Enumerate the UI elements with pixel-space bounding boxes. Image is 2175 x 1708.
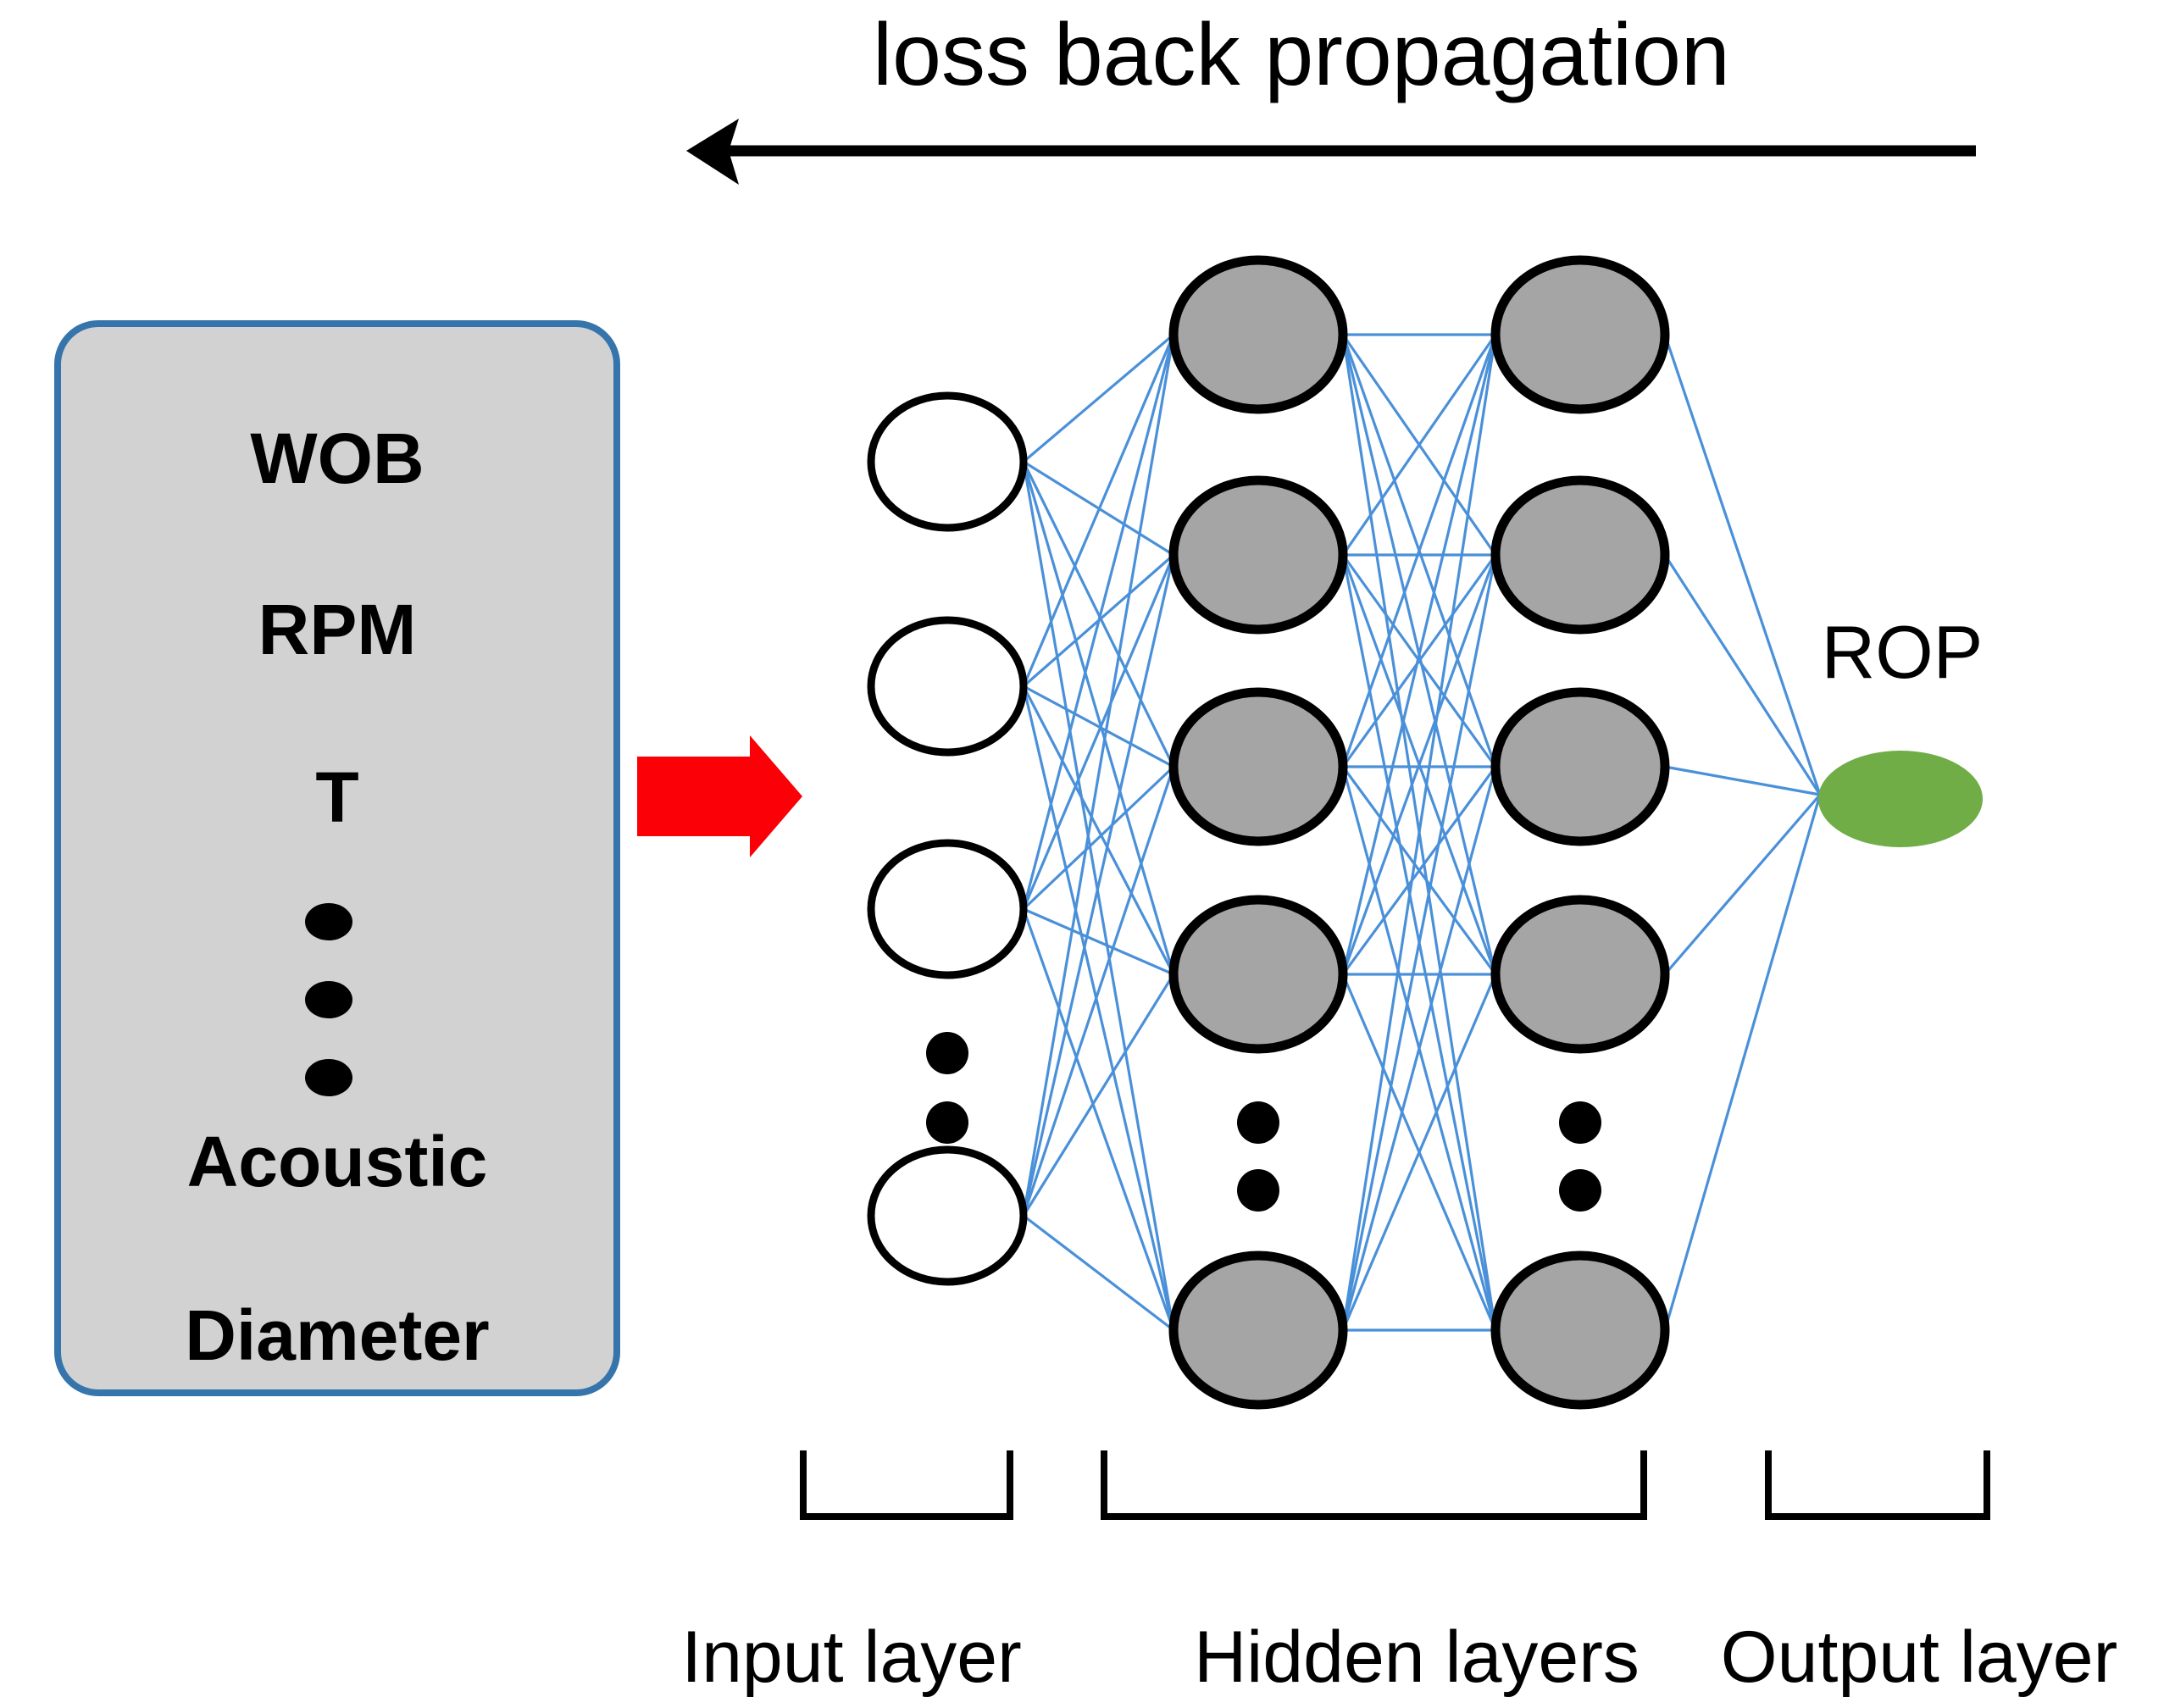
- backprop-arrow-head-icon: [686, 119, 739, 185]
- feature-ellipsis-dot: [305, 1059, 352, 1096]
- bracket-output-layer: [1765, 1450, 1990, 1520]
- input-layer-nodes: [867, 391, 1028, 1286]
- hidden-node[interactable]: [1168, 687, 1348, 846]
- input-node[interactable]: [867, 616, 1028, 757]
- input-box-ellipsis: [305, 903, 352, 1096]
- edges-hidden1-to-hidden2: [1341, 333, 1497, 1332]
- feature-ellipsis-dot: [305, 981, 352, 1018]
- output-node[interactable]: [1818, 751, 1983, 847]
- hidden-ellipsis-dot: [1559, 1169, 1601, 1212]
- input-node[interactable]: [867, 391, 1028, 532]
- input-ellipsis-dot: [926, 1101, 968, 1144]
- hidden-node[interactable]: [1490, 895, 1670, 1054]
- input-node[interactable]: [867, 839, 1028, 979]
- hidden-ellipsis-dot: [1559, 1101, 1601, 1144]
- input-node[interactable]: [867, 1145, 1028, 1286]
- feature-label-wob: WOB: [250, 419, 424, 498]
- edges-hidden2-to-output: [1663, 334, 1822, 1331]
- feature-label-rpm: RPM: [258, 590, 417, 669]
- backprop-arrow-group: [686, 119, 1976, 185]
- hidden-ellipsis-dot: [1237, 1169, 1279, 1212]
- input-ellipsis-dot: [926, 1032, 968, 1074]
- edges-input-to-hidden1: [1022, 333, 1175, 1332]
- hidden-node[interactable]: [1490, 687, 1670, 846]
- bracket-hidden-layers: [1101, 1450, 1647, 1520]
- feature-label-diameter: Diameter: [185, 1295, 490, 1375]
- red-right-arrow-icon: [637, 735, 802, 857]
- hidden-node[interactable]: [1168, 1250, 1348, 1410]
- hidden-layer-1-nodes: [1168, 255, 1348, 1410]
- hidden-node[interactable]: [1490, 255, 1670, 414]
- label-input-layer: Input layer: [681, 1616, 1022, 1698]
- hidden-node[interactable]: [1168, 475, 1348, 635]
- hidden-node[interactable]: [1168, 255, 1348, 414]
- feature-ellipsis-dot: [305, 903, 352, 940]
- bracket-input-layer: [800, 1450, 1013, 1520]
- label-hidden-layers: Hidden layers: [1194, 1616, 1640, 1698]
- feature-label-t: T: [315, 757, 358, 837]
- input-box-shape: [54, 320, 620, 1396]
- hidden-ellipsis-dot: [1237, 1101, 1279, 1144]
- layer-brackets: [800, 1450, 1990, 1520]
- hidden-node[interactable]: [1168, 895, 1348, 1054]
- label-output-layer: Output layer: [1721, 1616, 2117, 1698]
- page-title: loss back propagation: [873, 6, 1730, 104]
- hidden-node[interactable]: [1490, 475, 1670, 635]
- feature-label-acoustic: Acoustic: [187, 1122, 488, 1201]
- hidden-node[interactable]: [1490, 1250, 1670, 1410]
- input-feature-box: [54, 320, 620, 1396]
- hidden-layer-2-nodes: [1490, 255, 1670, 1410]
- output-node-label: ROP: [1822, 610, 1984, 694]
